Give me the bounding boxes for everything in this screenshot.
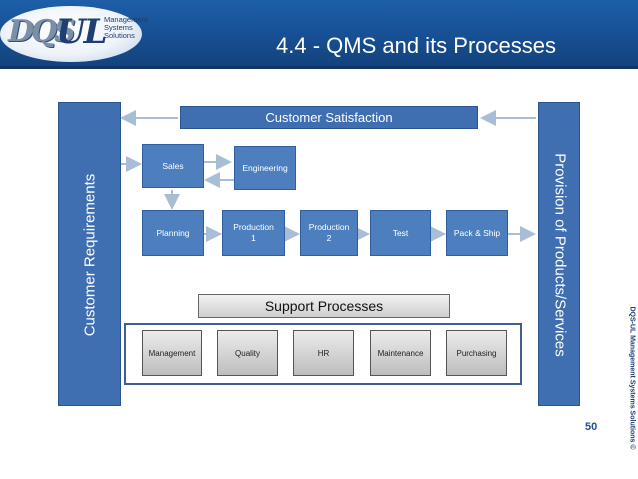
- logo-tagline-line: Solutions: [104, 31, 135, 40]
- diagram-arrows: [120, 110, 536, 242]
- support-processes-label: Support Processes: [198, 294, 450, 318]
- logo-dqs-mark: DQS: [8, 14, 76, 49]
- support-purchasing: Purchasing: [446, 330, 507, 376]
- provision-bar: Provision of Products/Services: [538, 102, 580, 406]
- process-pack-ship: Pack & Ship: [446, 210, 508, 256]
- support-management: Management: [142, 330, 202, 376]
- support-quality: Quality: [217, 330, 278, 376]
- page-number: 50: [585, 421, 598, 433]
- support-processes-frame: Management Quality HR Maintenance Purcha…: [124, 323, 522, 385]
- process-production-2: Production 2: [300, 210, 358, 256]
- customer-requirements-bar: Customer Requirements: [58, 102, 121, 406]
- slide-title: 4.4 - QMS and its Processes: [276, 33, 556, 58]
- logo-tagline: Management Systems Solutions: [104, 16, 154, 40]
- customer-satisfaction-bar: Customer Satisfaction: [180, 106, 478, 129]
- logo-tagline-line: Systems: [104, 23, 133, 32]
- support-hr: HR: [293, 330, 354, 376]
- logo-tagline-line: Management: [104, 15, 148, 24]
- header-divider: [0, 66, 638, 69]
- support-maintenance: Maintenance: [370, 330, 431, 376]
- provision-label: Provision of Products/Services: [551, 153, 569, 357]
- company-logo: [0, 6, 142, 62]
- process-sales: Sales: [142, 144, 204, 188]
- process-engineering: Engineering: [234, 146, 296, 190]
- process-test: Test: [370, 210, 431, 256]
- process-planning: Planning: [142, 210, 204, 256]
- qms-process-diagram: Customer Requirements Provision of Produ…: [58, 100, 580, 408]
- copyright-notice: DQS-UL Management Systems Solutions ©: [628, 306, 636, 450]
- logo-ul-mark: UL: [56, 12, 108, 52]
- customer-requirements-label: Customer Requirements: [81, 173, 99, 337]
- process-production-1: Production 1: [222, 210, 285, 256]
